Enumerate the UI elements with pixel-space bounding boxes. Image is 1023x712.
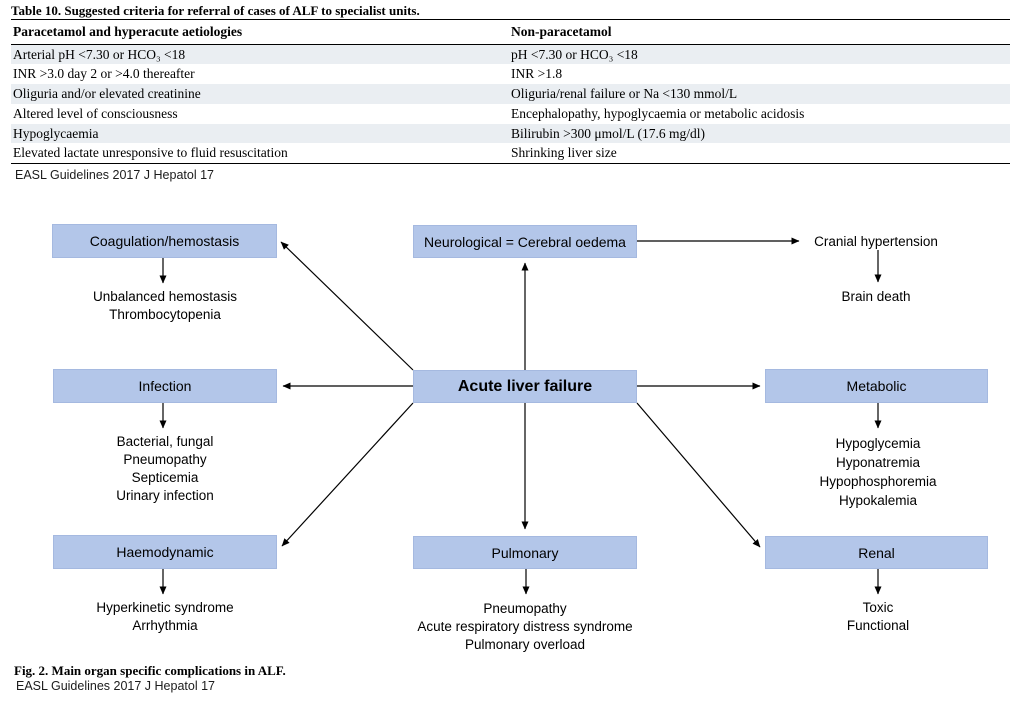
referral-criteria-table: Paracetamol and hyperacute aetiologies N… — [11, 19, 1010, 164]
pulmonary-outcomes: Pneumopathy Acute respiratory distress s… — [417, 601, 633, 652]
arrow-alf-to-haemodynamic — [281, 402, 414, 547]
node-pulmonary: Pulmonary — [413, 536, 637, 569]
arrow-alf-to-renal — [636, 402, 761, 548]
figure-caption: Fig. 2. Main organ specific complication… — [14, 663, 286, 678]
coagulation-outcomes: Unbalanced hemostasis Thrombocytopenia — [92, 289, 238, 322]
node-neurological: Neurological = Cerebral oedema — [413, 225, 637, 258]
table-row: Oliguria and/or elevated creatinine Olig… — [11, 84, 1010, 104]
renal-outcomes: Toxic Functional — [846, 600, 910, 633]
table-cell: Altered level of consciousness — [13, 105, 178, 121]
table-cell: Bilirubin >300 μmol/L (17.6 mg/dl) — [511, 125, 705, 141]
node-acute-liver-failure: Acute liver failure — [413, 370, 637, 403]
table-cell: pH <7.30 or HCO₃ <18 — [511, 46, 638, 62]
table-cell: Oliguria/renal failure or Na <130 mmol/L — [511, 85, 738, 101]
figure-source-citation: EASL Guidelines 2017 J Hepatol 17 — [16, 679, 215, 693]
column-header-non-paracetamol: Non-paracetamol — [509, 19, 1010, 45]
table-cell: Arterial pH <7.30 or HCO₃ <18 — [13, 46, 186, 62]
node-infection: Infection — [53, 369, 277, 403]
node-haemodynamic: Haemodynamic — [53, 535, 277, 569]
table-cell: Shrinking liver size — [511, 145, 617, 161]
cranial-hypertension-label: Cranial hypertension — [814, 234, 938, 249]
node-coagulation: Coagulation/hemostasis — [52, 224, 277, 258]
table-cell: Hypoglycaemia — [13, 125, 99, 141]
metabolic-outcomes: Hypoglycemia Hyponatremia Hypophosphorem… — [819, 436, 937, 508]
node-metabolic: Metabolic — [765, 369, 988, 403]
table-title: Table 10. Suggested criteria for referra… — [11, 3, 420, 18]
table-row: Hypoglycaemia Bilirubin >300 μmol/L (17.… — [11, 123, 1010, 144]
haemodynamic-outcomes: Hyperkinetic syndrome Arrhythmia — [96, 600, 234, 633]
table-row: Elevated lactate unresponsive to fluid r… — [11, 143, 1010, 163]
arrow-alf-to-coagulation — [280, 241, 414, 371]
table-source-citation: EASL Guidelines 2017 J Hepatol 17 — [15, 168, 214, 182]
table-row: Arterial pH <7.30 or HCO₃ <18 pH <7.30 o… — [11, 44, 1010, 65]
infection-outcomes: Bacterial, fungal Pneumopathy Septicemia… — [116, 434, 214, 503]
table-cell: INR >3.0 day 2 or >4.0 thereafter — [13, 66, 195, 82]
table-row: INR >3.0 day 2 or >4.0 thereafter INR >1… — [11, 64, 1010, 84]
table-cell: Oliguria and/or elevated creatinine — [13, 85, 201, 101]
column-header-paracetamol: Paracetamol and hyperacute aetiologies — [11, 19, 509, 45]
table-cell: INR >1.8 — [511, 66, 563, 82]
table-header-row: Paracetamol and hyperacute aetiologies N… — [11, 19, 1010, 45]
table-row: Altered level of consciousness Encephalo… — [11, 104, 1010, 124]
table-cell: Encephalopathy, hypoglycaemia or metabol… — [511, 105, 805, 121]
table-cell: Elevated lactate unresponsive to fluid r… — [13, 145, 288, 161]
brain-death-label: Brain death — [841, 289, 911, 304]
node-renal: Renal — [765, 536, 988, 569]
